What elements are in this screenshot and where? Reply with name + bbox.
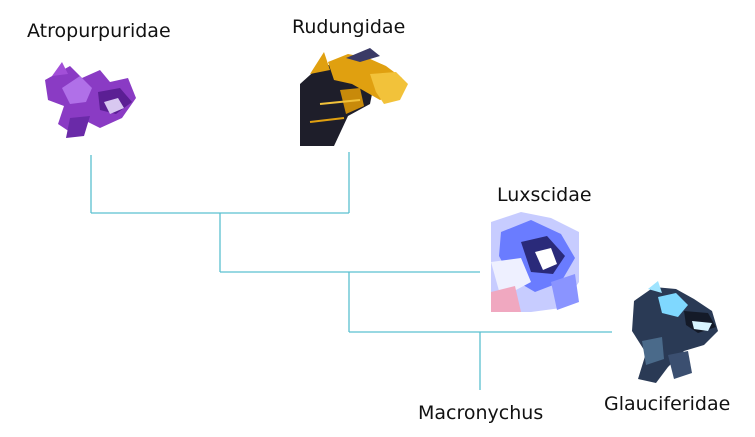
label-atropurpuridae: Atropurpuridae: [27, 20, 171, 42]
image-glauciferidae: [628, 281, 720, 383]
image-rudungidae: [300, 44, 410, 146]
label-rudungidae: Rudungidae: [292, 16, 406, 38]
label-glauciferidae: Glauciferidae: [604, 393, 731, 415]
image-atropurpuridae: [40, 58, 140, 140]
label-macronychus: Macronychus: [418, 402, 544, 424]
label-luxscidae: Luxscidae: [497, 184, 592, 206]
image-luxscidae: [491, 212, 579, 312]
